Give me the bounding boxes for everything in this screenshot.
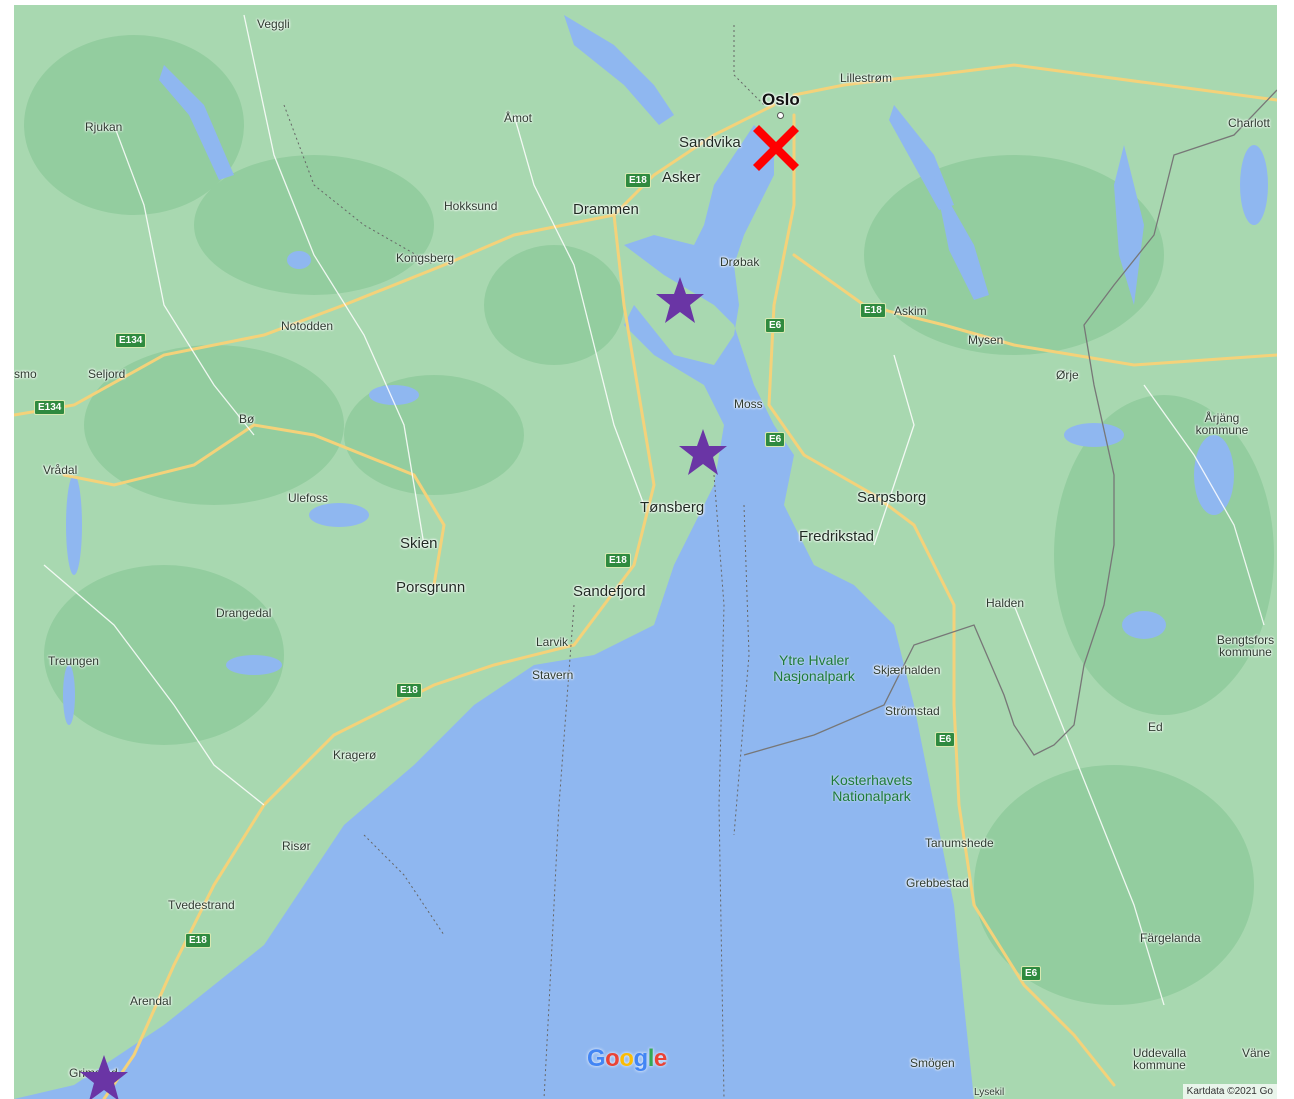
park-label-ytre-hvaler: Ytre Hvaler Nasjonalpark — [773, 652, 855, 685]
road-shield-e134: E134 — [34, 400, 66, 415]
place-label-drobak: Drøbak — [720, 255, 760, 269]
google-logo-letter: e — [653, 1045, 667, 1072]
place-label-stromstad: Strömstad — [885, 704, 940, 718]
place-label-uddevalla: Uddevalla kommune — [1132, 1046, 1187, 1072]
place-label-treungen: Treungen — [48, 654, 99, 668]
place-label-sarpsborg: Sarpsborg — [857, 489, 927, 506]
place-label-kongsberg: Kongsberg — [396, 251, 455, 265]
place-label-lillestrom: Lillestrøm — [840, 71, 893, 85]
google-logo-letter: l — [647, 1045, 655, 1072]
google-logo-letter: G — [587, 1045, 606, 1072]
place-label-tvedestrand: Tvedestrand — [168, 898, 235, 912]
minor-roads — [43, 14, 1265, 1006]
oslo-dot — [777, 112, 784, 119]
place-label-ulefoss: Ulefoss — [288, 491, 329, 505]
place-label-fredrikstad: Fredrikstad — [799, 528, 875, 545]
road-shield-e6: E6 — [935, 732, 956, 747]
star-icon[interactable] — [678, 427, 728, 477]
google-logo-letter: o — [619, 1045, 634, 1072]
place-label-arendal: Arendal — [130, 994, 172, 1008]
map-attribution[interactable]: Kartdata ©2021 Go — [1182, 1084, 1277, 1099]
place-label-smogen: Smögen — [910, 1056, 955, 1070]
google-logo: Google — [587, 1045, 667, 1073]
place-label-sandvika: Sandvika — [679, 134, 741, 151]
place-label-larvik: Larvik — [536, 635, 569, 649]
place-label-bo: Bø — [239, 412, 255, 426]
boundary-lines — [283, 25, 765, 1099]
place-label-sandefjord: Sandefjord — [573, 583, 646, 600]
main-roads — [14, 63, 1277, 1099]
place-label-ed: Ed — [1148, 720, 1163, 734]
place-label-amot: Åmot — [504, 111, 533, 125]
place-label-askim: Askim — [894, 304, 927, 318]
star-icon[interactable] — [655, 275, 705, 325]
place-label-kragero: Kragerø — [333, 748, 377, 762]
place-label-asker: Asker — [662, 169, 701, 186]
google-logo-letter: o — [605, 1045, 620, 1072]
place-label-grebbestad: Grebbestad — [906, 876, 969, 890]
place-label-rjukan: Rjukan — [85, 120, 123, 134]
road-shield-e134: E134 — [115, 333, 147, 348]
park-label-kosterhavets: Kosterhavets Nationalpark — [830, 772, 913, 805]
place-label-skien: Skien — [400, 535, 438, 552]
place-label-vane: Väne — [1242, 1046, 1271, 1060]
place-label-charlott: Charlott — [1228, 116, 1271, 130]
place-label-lysekil: Lysekil — [974, 1087, 1005, 1098]
place-label-mysen: Mysen — [968, 333, 1004, 347]
place-label-seljord: Seljord — [88, 367, 126, 381]
road-shield-e6: E6 — [765, 318, 786, 333]
place-label-skjaerhalden: Skjærhalden — [873, 663, 941, 677]
place-label-fargelanda: Färgelanda — [1140, 931, 1201, 945]
road-shield-e18: E18 — [396, 683, 422, 698]
sea-skagerrak — [14, 125, 974, 1099]
place-label-orje: Ørje — [1056, 368, 1079, 382]
place-label-risor: Risør — [282, 839, 311, 853]
x-mark-icon[interactable] — [751, 123, 801, 173]
place-label-stavern: Stavern — [532, 668, 574, 682]
place-label-notodden: Notodden — [281, 319, 334, 333]
place-label-tonsberg: Tønsberg — [640, 499, 705, 516]
place-label-bengtsfors: Bengtsfors kommune — [1216, 633, 1275, 659]
road-shield-e6: E6 — [765, 432, 786, 447]
place-label-oslo: Oslo — [762, 90, 800, 109]
road-shield-e18: E18 — [860, 303, 886, 318]
place-label-drangedal: Drangedal — [216, 606, 272, 620]
star-icon[interactable] — [79, 1053, 129, 1099]
place-label-tanumshede: Tanumshede — [925, 836, 994, 850]
place-label-hokksund: Hokksund — [444, 199, 498, 213]
place-label-arjang: Årjäng kommune — [1195, 411, 1249, 437]
borders — [743, 89, 1277, 756]
road-shield-e6: E6 — [1021, 966, 1042, 981]
google-logo-letter: g — [633, 1045, 649, 1072]
road-shield-e18: E18 — [625, 173, 651, 188]
place-label-smo: smo — [14, 367, 37, 381]
lakes — [63, 15, 1268, 725]
place-label-halden: Halden — [986, 596, 1025, 610]
place-label-vradal: Vrådal — [43, 463, 78, 477]
place-label-drammen: Drammen — [573, 201, 639, 218]
place-label-porsgrunn: Porsgrunn — [396, 579, 466, 596]
map-view[interactable]: Veggli Rjukan Åmot Lillestrøm Oslo Sandv… — [14, 5, 1277, 1099]
place-label-moss: Moss — [734, 397, 763, 411]
road-shield-e18: E18 — [605, 553, 631, 568]
place-label-veggli: Veggli — [257, 17, 290, 31]
road-shield-e18: E18 — [185, 933, 211, 948]
